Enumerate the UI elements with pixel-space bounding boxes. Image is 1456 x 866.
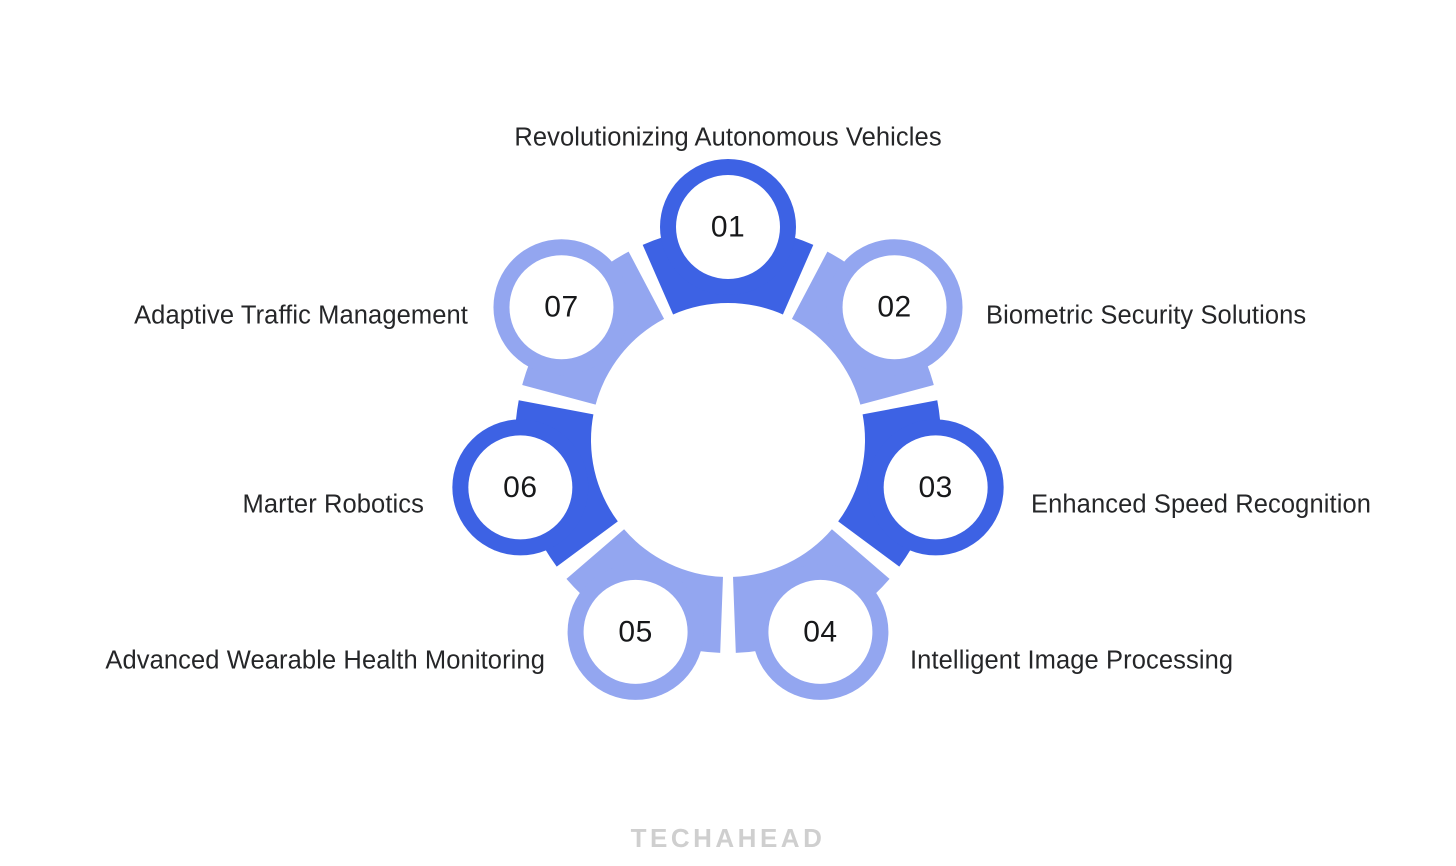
segment-label-01: Revolutionizing Autonomous Vehicles: [514, 123, 942, 152]
segment-number-01: 01: [711, 211, 745, 244]
segment-label-02: Biometric Security Solutions: [986, 301, 1307, 330]
bubble-hub-04: [768, 579, 873, 684]
segment-number-03: 03: [918, 471, 952, 504]
bubble-hub-03: [883, 435, 988, 540]
segment-label-03: Enhanced Speed Recognition: [1031, 490, 1372, 519]
segment-number-06: 06: [503, 471, 537, 504]
segment-label-06: Marter Robotics: [242, 490, 424, 519]
techahead-watermark: TECHAHEAD: [630, 823, 826, 853]
number-bubbles: 01 02 03 04 05 06 07: [468, 175, 988, 684]
bubble-hub-02: [842, 255, 947, 360]
segment-label-05: Advanced Wearable Health Monitoring: [105, 646, 545, 675]
segment-label-07: Adaptive Traffic Management: [134, 301, 468, 330]
segment-number-07: 07: [544, 291, 578, 324]
segment-number-02: 02: [877, 291, 911, 324]
bubble-hub-05: [583, 579, 688, 684]
bubble-hub-06: [468, 435, 573, 540]
segment-label-04: Intelligent Image Processing: [910, 646, 1234, 675]
bubble-hub-07: [509, 255, 614, 360]
segment-number-05: 05: [618, 615, 652, 648]
bubble-hub-01: [676, 175, 780, 279]
segment-number-04: 04: [803, 615, 837, 648]
